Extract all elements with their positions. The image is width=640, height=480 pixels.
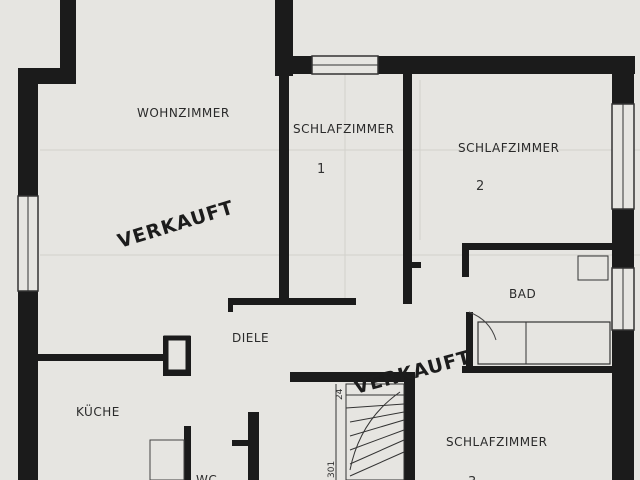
room-number-1: 1: [317, 162, 325, 177]
wall-schlaf1-bottom-jamb: [228, 298, 233, 312]
bathtub: [477, 321, 611, 365]
stair-dim-upper: 24: [335, 388, 345, 400]
wall-wohn-schlaf1: [279, 74, 289, 302]
wall-bad-top: [462, 243, 612, 250]
room-label-schlafzimmer-1: SCHLAFZIMMER: [293, 122, 394, 136]
wall-wc-stub: [232, 440, 250, 446]
exterior-walls: [17, 0, 635, 480]
room-number-3: 3: [468, 475, 476, 480]
washbasin: [577, 255, 609, 281]
stair-outline: [345, 383, 405, 480]
staircase: [335, 383, 405, 480]
fixtures: [149, 255, 611, 480]
wall-schlaf2-door-jamb: [403, 262, 421, 268]
background-ghost-lines: [40, 60, 640, 300]
room-label-bad: BAD: [509, 287, 536, 301]
wall-schlaf1-bottom: [228, 298, 356, 305]
room-label-schlafzimmer-3: SCHLAFZIMMER: [446, 435, 547, 449]
wall-schlaf1-schlaf2: [403, 74, 412, 304]
wall-top-left-stub: [60, 0, 76, 84]
wall-stair-right: [404, 372, 415, 480]
interior-walls: [38, 74, 612, 480]
kitchen-counter: [149, 439, 185, 480]
stair-spiral: [349, 391, 401, 471]
wall-wc-right: [248, 412, 259, 480]
wall-kueche-top: [38, 354, 168, 361]
room-label-kueche: KÜCHE: [76, 403, 120, 419]
door-swing-bad: [468, 311, 497, 341]
wall-bad-bottom: [462, 366, 612, 373]
wall-bad-left-top: [462, 243, 469, 277]
wall-stair-top: [290, 372, 414, 382]
wall-bad-left-bottom: [466, 312, 473, 372]
room-label-wohnzimmer: WOHNZIMMER: [137, 106, 230, 120]
room-label-wc: WC: [196, 473, 217, 480]
room-label-schlafzimmer-2: SCHLAFZIMMER: [458, 141, 559, 155]
wall-wc-left: [184, 426, 191, 480]
room-label-diele: DIELE: [232, 331, 269, 345]
chimney: [163, 335, 191, 375]
stair-dim-lower: 301: [327, 461, 337, 478]
room-number-2: 2: [476, 179, 484, 194]
